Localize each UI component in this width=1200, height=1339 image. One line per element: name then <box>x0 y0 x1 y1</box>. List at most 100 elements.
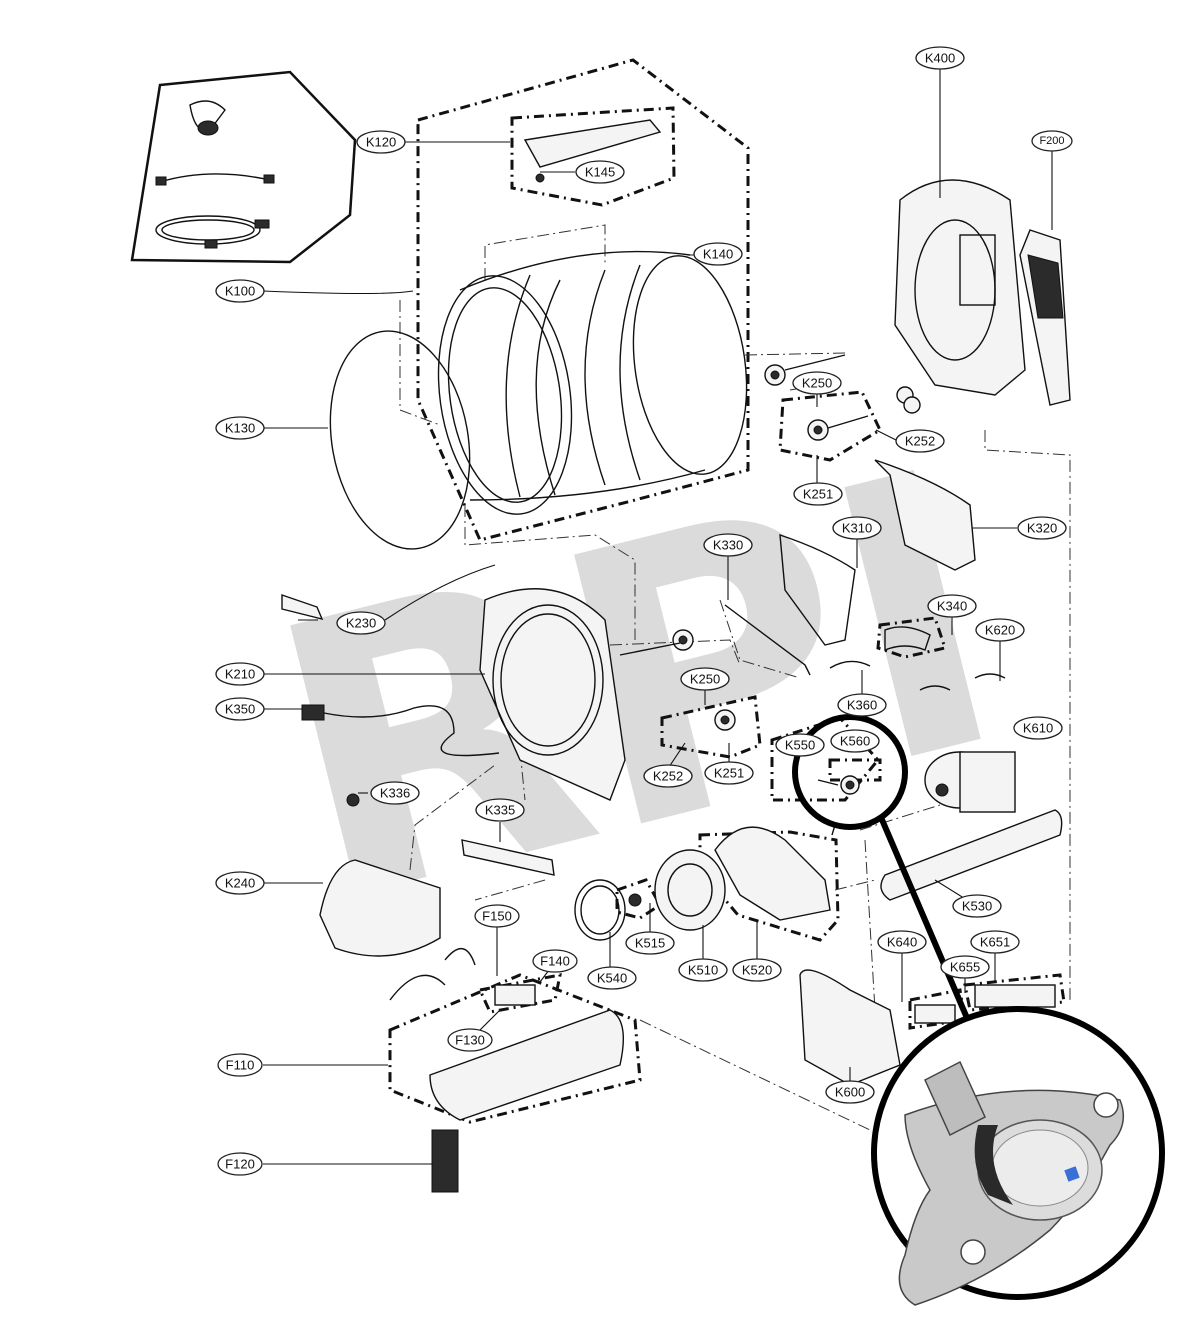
svg-text:F140: F140 <box>540 954 570 969</box>
callout-K310: K310 <box>832 516 882 540</box>
svg-text:K250: K250 <box>802 376 832 391</box>
callout-K145: K145 <box>575 160 625 184</box>
svg-text:K400: K400 <box>925 51 955 66</box>
callout-K610: K610 <box>1013 716 1063 740</box>
blower-wheel <box>654 849 726 931</box>
svg-text:K620: K620 <box>985 623 1015 638</box>
svg-text:K550: K550 <box>785 738 815 753</box>
highlight-ring <box>792 714 908 830</box>
bracket <box>281 594 324 621</box>
svg-text:K510: K510 <box>688 963 718 978</box>
svg-text:K251: K251 <box>803 487 833 502</box>
front-bulkhead <box>479 588 626 801</box>
callout-K250-upper: K250 <box>792 371 842 395</box>
callout-K336: K336 <box>370 781 420 805</box>
callout-K140: K140 <box>693 242 743 266</box>
callout-K130: K130 <box>215 416 265 440</box>
callout-K252-lower: K252 <box>643 764 693 788</box>
callout-K640: K640 <box>877 930 927 954</box>
accessory-kit <box>130 70 357 264</box>
gas-valve-wires <box>389 948 476 1001</box>
callout-K530: K530 <box>952 894 1002 918</box>
igniter <box>431 1129 459 1193</box>
door-switch-harness <box>301 704 500 757</box>
drum-lifter <box>523 119 662 168</box>
exhaust-duct <box>874 459 976 571</box>
svg-text:K350: K350 <box>225 702 255 717</box>
svg-text:K540: K540 <box>597 971 627 986</box>
callout-K540: K540 <box>587 966 637 990</box>
dryer-drum <box>437 250 748 515</box>
callout-F120: F120 <box>217 1152 263 1176</box>
callout-K340: K340 <box>927 594 977 618</box>
callout-K240: K240 <box>215 871 265 895</box>
svg-text:F120: F120 <box>225 1157 255 1172</box>
callout-F130: F130 <box>447 1028 493 1052</box>
callout-K360: K360 <box>837 693 887 717</box>
felt-seal <box>884 626 931 652</box>
svg-text:K610: K610 <box>1023 721 1053 736</box>
svg-text:K120: K120 <box>366 135 396 150</box>
svg-text:K330: K330 <box>713 538 743 553</box>
svg-text:K100: K100 <box>225 284 255 299</box>
lint-filter-housing <box>319 859 441 957</box>
svg-text:F110: F110 <box>226 1058 255 1073</box>
callout-K550: K550 <box>775 733 825 757</box>
drum-assembly-outline <box>416 58 750 542</box>
svg-text:K651: K651 <box>980 935 1010 950</box>
svg-text:K340: K340 <box>937 599 967 614</box>
callout-K320: K320 <box>1017 516 1067 540</box>
idler-spring <box>829 660 871 669</box>
svg-text:K335: K335 <box>485 803 515 818</box>
drum-roller-rear <box>764 354 921 441</box>
callout-F140: F140 <box>532 949 578 973</box>
callout-K400: K400 <box>915 46 965 70</box>
svg-text:K600: K600 <box>835 1085 865 1100</box>
svg-text:F150: F150 <box>482 909 512 924</box>
callout-K250-lower: K250 <box>680 667 730 691</box>
svg-text:K140: K140 <box>703 247 733 262</box>
flame-sensor <box>494 984 536 1006</box>
svg-text:K145: K145 <box>585 165 615 180</box>
callout-K251-upper: K251 <box>793 482 843 506</box>
callout-K100: K100 <box>215 279 265 303</box>
callout-K330: K330 <box>703 533 753 557</box>
screw <box>346 793 360 807</box>
callout-K520: K520 <box>732 958 782 982</box>
callout-K120: K120 <box>356 130 406 154</box>
drive-motor <box>924 751 1016 813</box>
blower-housing <box>714 826 831 921</box>
thermostat <box>974 984 1056 1008</box>
callout-F200: F200 <box>1031 130 1073 152</box>
motor-mount <box>799 969 901 1086</box>
drum-gasket <box>329 330 471 550</box>
svg-text:K530: K530 <box>962 899 992 914</box>
callout-K515: K515 <box>625 931 675 955</box>
blower-clamp <box>628 893 642 907</box>
svg-text:F200: F200 <box>1039 135 1064 147</box>
front-duct-gasket <box>779 533 856 646</box>
callout-K210: K210 <box>215 662 265 686</box>
lint-filter <box>1019 229 1071 406</box>
rear-bulkhead <box>894 179 1026 396</box>
thermal-fuse-closeup <box>898 1060 1125 1306</box>
callout-K560: K560 <box>830 729 880 753</box>
callout-K600: K600 <box>825 1080 875 1104</box>
callout-K655: K655 <box>940 955 990 979</box>
callout-K651: K651 <box>970 930 1020 954</box>
svg-text:K320: K320 <box>1027 521 1057 536</box>
svg-text:K336: K336 <box>380 786 410 801</box>
motor-clamp <box>919 673 1006 691</box>
svg-text:K252: K252 <box>905 434 935 449</box>
drum-lifter-outline <box>510 106 676 207</box>
callout-F150: F150 <box>474 904 520 928</box>
callout-K251-lower: K251 <box>704 761 754 785</box>
callout-K510: K510 <box>678 958 728 982</box>
svg-text:K515: K515 <box>635 936 665 951</box>
svg-text:K240: K240 <box>225 876 255 891</box>
svg-text:K310: K310 <box>842 521 872 536</box>
svg-text:K210: K210 <box>225 667 255 682</box>
front-cover-strip <box>461 839 555 876</box>
blower-gasket <box>574 879 626 941</box>
